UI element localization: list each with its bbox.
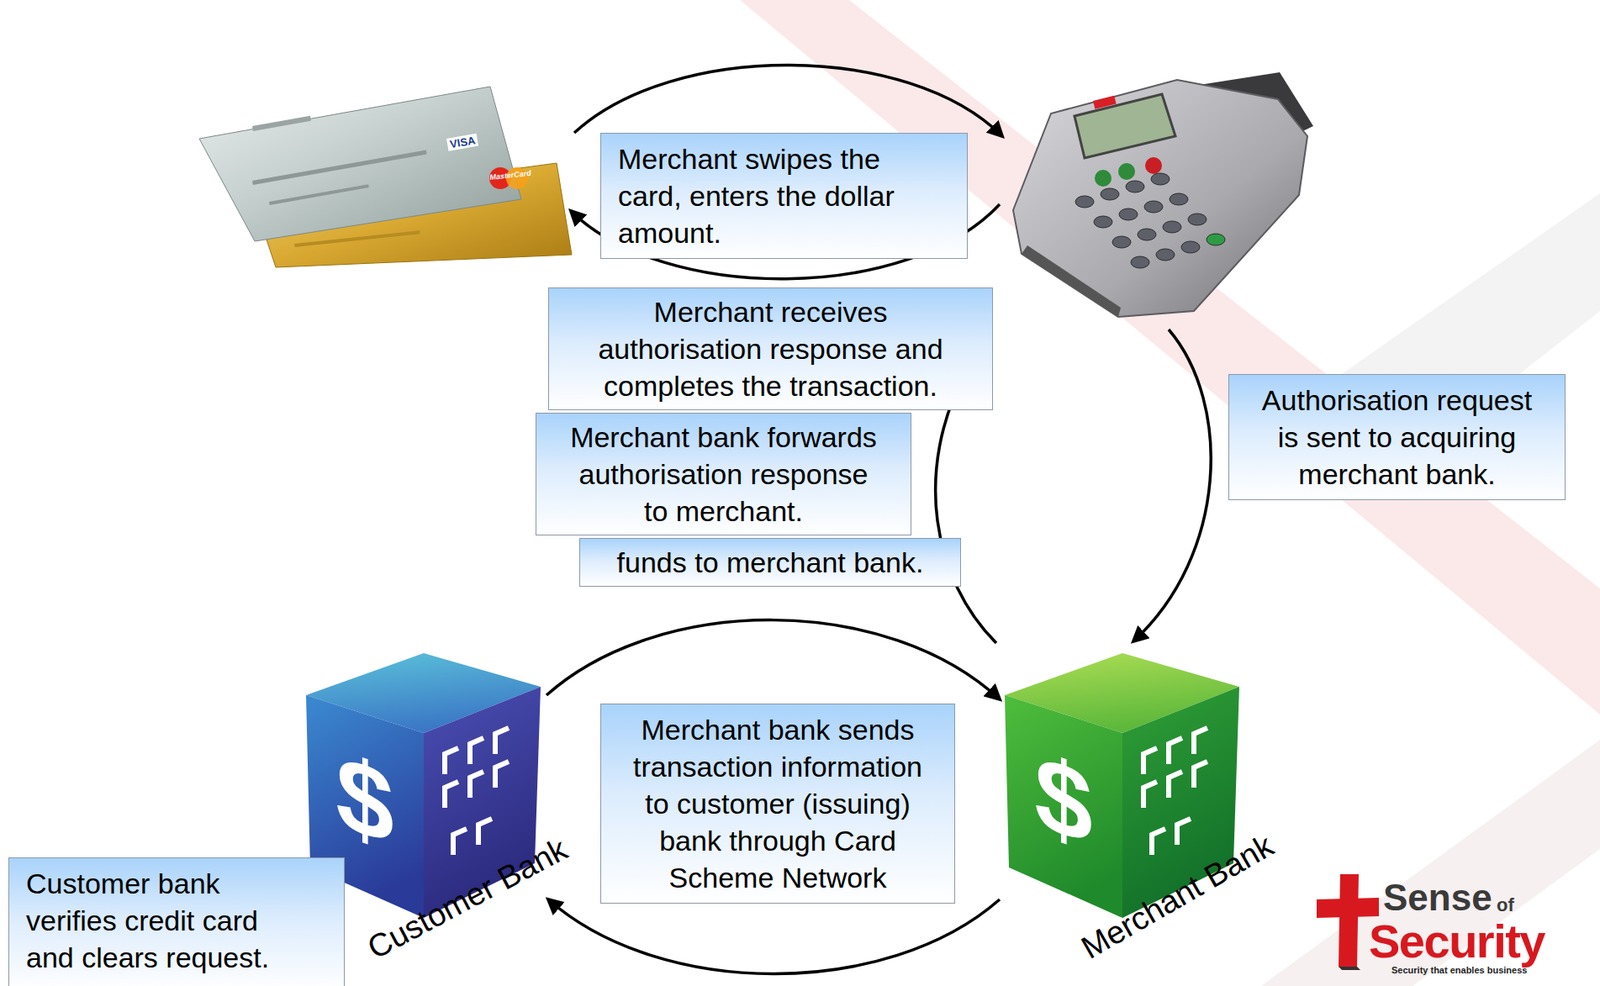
key [1075,195,1094,208]
brick-mark [495,761,509,788]
callout-text: Authorisation request is sent to acquiri… [1250,381,1544,493]
brick-mark [495,728,509,755]
brick-mark [1193,761,1208,788]
callout-box: Authorisation request is sent to acquiri… [1228,374,1566,501]
logo-text: Sense [1383,879,1493,917]
brick-mark [1193,728,1208,755]
callout-text: Merchant swipes the card, enters the dol… [617,140,934,252]
callout-text: Merchant receives authorisation response… [570,293,972,405]
callout-box: Merchant receives authorisation response… [548,287,993,411]
credit-cards [199,86,572,268]
key [1162,221,1182,233]
brick-mark [1177,818,1191,845]
brick-mark [478,818,492,845]
brick-mark [1168,738,1183,765]
key [1169,193,1189,206]
brick-mark [1143,781,1157,808]
key [1206,233,1226,246]
flow-arrow [546,620,1000,700]
key [1188,213,1207,226]
callout-box: Merchant bank sends transaction informat… [600,703,956,904]
cube-left [1004,695,1123,919]
brick-mark [469,738,484,765]
callout-text: Merchant bank forwards authorisation res… [565,418,882,530]
brick-mark [444,748,459,775]
key [1125,180,1145,193]
card-terminal [1013,72,1314,317]
card-brand: MasterCard [489,169,532,182]
flow-arrow [548,899,1000,975]
callout-text: Customer bank verifies credit card and c… [26,865,286,977]
key [1151,173,1170,185]
key [1100,188,1120,201]
key [1144,200,1163,213]
callout-box: Merchant swipes the card, enters the dol… [600,132,968,259]
card-brand: VISA [446,133,479,152]
bank-node: $Merchant Bank [1004,653,1241,919]
key [1156,248,1175,261]
callout-text: funds to merchant bank. [596,543,944,581]
brick-mark [1151,829,1166,856]
logo-text: Security [1368,918,1545,966]
brick-mark [1143,748,1157,775]
callout-box: Merchant bank forwards authorisation res… [535,412,912,536]
brick-mark [469,771,484,798]
key [1181,241,1200,254]
callout-text: Merchant bank sends transaction informat… [622,711,934,897]
brick-mark [444,781,459,808]
flow-arrow [570,64,1211,644]
key [1112,236,1131,249]
logo-text: of [1496,896,1515,915]
callout-box: Customer bank verifies credit card and c… [8,857,345,986]
logo-tagline: Security that enables business [1391,966,1527,976]
key [1093,216,1113,228]
key [1130,256,1150,269]
key [1119,208,1138,221]
brick-mark [453,829,467,856]
callout-box: funds to merchant bank. [579,538,962,587]
key [1137,228,1157,241]
brick-mark [1168,771,1183,798]
